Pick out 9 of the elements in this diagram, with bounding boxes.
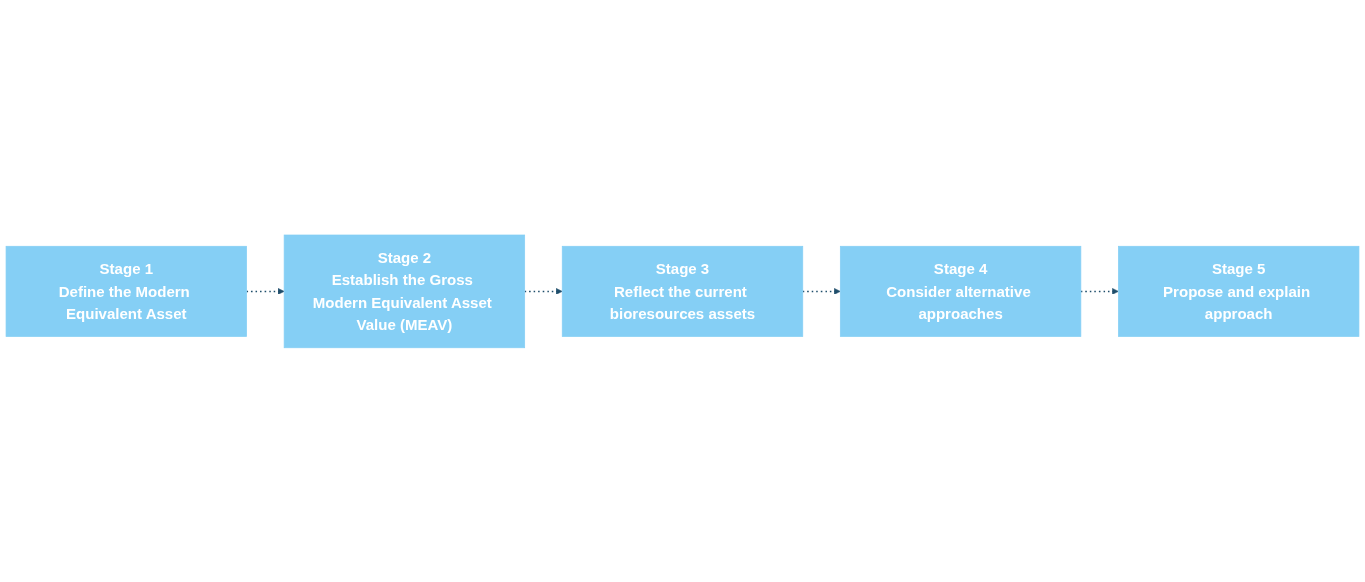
node-box: Stage 4 Consider alternative approaches xyxy=(839,245,1082,337)
arrow xyxy=(802,287,841,295)
node-box: Stage 2 Establish the Gross Modern Equivalent Asset Value (MEAV) xyxy=(283,234,526,348)
node-box: Stage 5 Propose and explain approach xyxy=(1118,245,1360,337)
arrow xyxy=(1080,287,1119,295)
arrow xyxy=(245,287,285,295)
arrow xyxy=(523,287,563,295)
node-box: Stage 1 Define the Modern Equivalent Asset xyxy=(5,245,247,337)
node-box: Stage 3 Reflect the current bioresources assets xyxy=(561,245,804,337)
